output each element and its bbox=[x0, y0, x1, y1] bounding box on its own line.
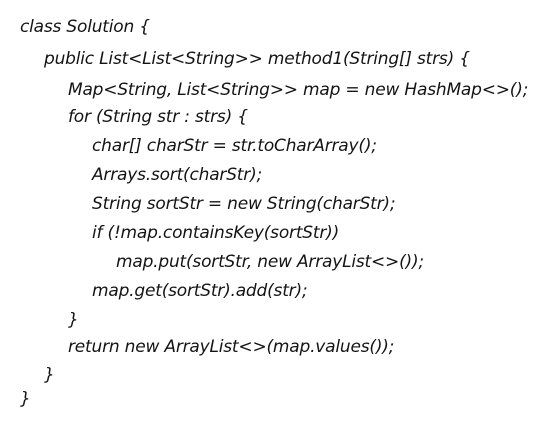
code-line-8: if (!map.containsKey(sortStr)) bbox=[92, 223, 340, 243]
code-line-10: map.get(sortStr).add(str); bbox=[92, 281, 308, 301]
code-line-3: Map<String, List<String>> map = new Hash… bbox=[68, 80, 529, 100]
code-line-2: public List<List<String>> method1(String… bbox=[44, 49, 470, 69]
code-line-13: } bbox=[44, 365, 55, 385]
code-line-14: } bbox=[20, 389, 31, 409]
code-line-1: class Solution { bbox=[20, 17, 150, 37]
code-line-9: map.put(sortStr, new ArrayList<>()); bbox=[116, 252, 424, 272]
code-line-12: return new ArrayList<>(map.values()); bbox=[68, 337, 395, 357]
code-line-5: char[] charStr = str.toCharArray(); bbox=[92, 136, 377, 156]
code-line-11: } bbox=[68, 310, 79, 330]
code-line-4: for (String str : strs) { bbox=[68, 107, 248, 127]
code-line-6: Arrays.sort(charStr); bbox=[92, 165, 263, 185]
code-line-7: String sortStr = new String(charStr); bbox=[92, 194, 396, 214]
